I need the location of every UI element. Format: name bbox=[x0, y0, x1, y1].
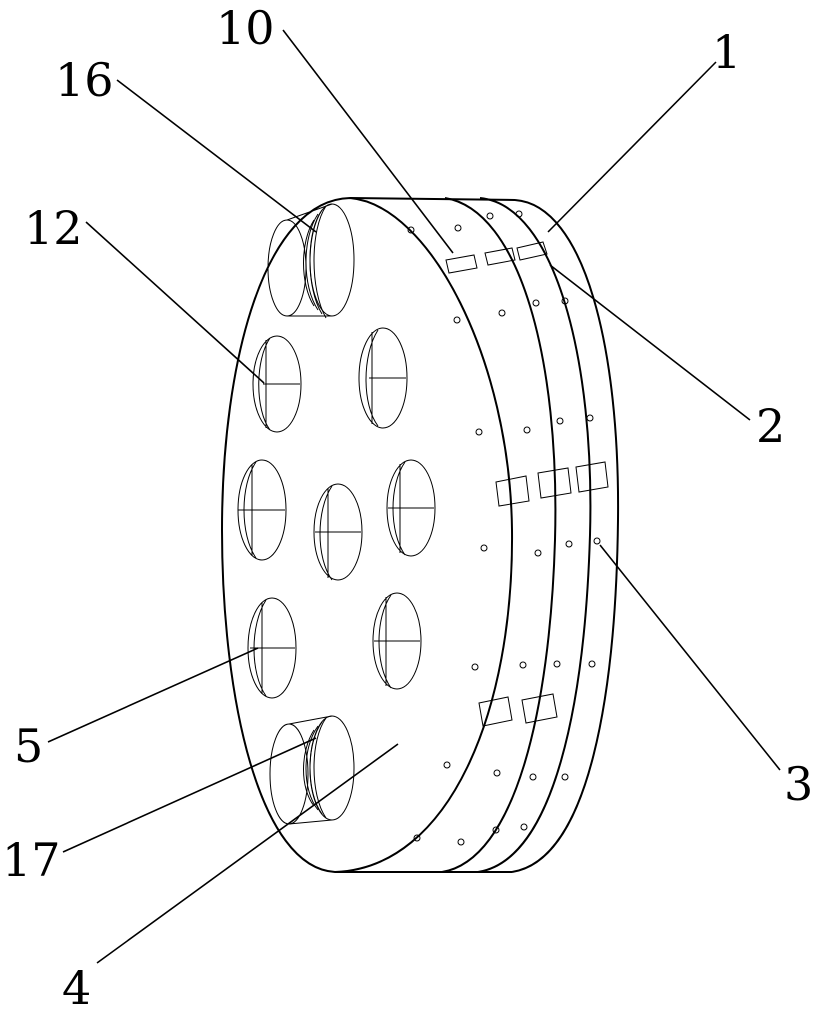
pin-hole bbox=[443, 761, 451, 769]
front-face bbox=[220, 196, 514, 874]
pin-hole bbox=[586, 414, 594, 422]
pin-hole bbox=[519, 661, 527, 669]
pin-hole bbox=[515, 210, 523, 218]
pin-hole bbox=[529, 773, 537, 781]
face-hole bbox=[358, 327, 408, 429]
label-3: 3 bbox=[784, 757, 813, 811]
face-hole bbox=[372, 592, 422, 690]
disc-rim-3 bbox=[477, 197, 592, 873]
rim-slot bbox=[516, 241, 548, 261]
pin-hole bbox=[534, 549, 542, 557]
disc-rim-rear bbox=[511, 199, 620, 873]
pin-holes bbox=[407, 210, 601, 846]
face-hole bbox=[237, 459, 287, 561]
pin-hole bbox=[520, 823, 528, 831]
leader-4 bbox=[96, 743, 399, 964]
pin-hole bbox=[454, 224, 462, 232]
rim-slot bbox=[575, 461, 609, 493]
leader-lines bbox=[47, 29, 781, 964]
pin-hole bbox=[523, 426, 531, 434]
label-2: 2 bbox=[756, 399, 785, 453]
pin-hole bbox=[480, 544, 488, 552]
pin-hole bbox=[453, 316, 461, 324]
leader-1 bbox=[547, 61, 717, 233]
leader-2 bbox=[549, 264, 751, 421]
label-1: 1 bbox=[712, 25, 741, 79]
face-hole bbox=[313, 483, 363, 581]
face-hole bbox=[386, 459, 436, 557]
pin-hole bbox=[413, 834, 421, 842]
top-edge bbox=[349, 197, 516, 201]
pin-hole bbox=[486, 212, 494, 220]
pin-hole bbox=[565, 540, 573, 548]
pin-hole bbox=[553, 660, 561, 668]
rim-slot bbox=[537, 467, 572, 499]
label-4: 4 bbox=[62, 961, 91, 1015]
pin-hole bbox=[593, 537, 601, 545]
leader-12 bbox=[85, 221, 265, 384]
rim-slot bbox=[445, 254, 478, 274]
pin-hole bbox=[457, 838, 465, 846]
face-hole bbox=[252, 335, 302, 433]
rim-slots bbox=[445, 241, 609, 727]
label-17: 17 bbox=[2, 833, 61, 887]
pin-hole bbox=[561, 773, 569, 781]
rim-slot bbox=[478, 696, 513, 727]
leader-5 bbox=[47, 647, 259, 743]
pin-hole bbox=[532, 299, 540, 307]
label-5: 5 bbox=[14, 719, 43, 773]
pin-hole bbox=[475, 428, 483, 436]
label-12: 12 bbox=[24, 201, 83, 255]
pin-hole bbox=[556, 417, 564, 425]
leader-10 bbox=[282, 29, 454, 254]
pin-hole bbox=[492, 826, 500, 834]
label-10: 10 bbox=[216, 1, 275, 55]
rim-slot bbox=[495, 475, 530, 507]
label-16: 16 bbox=[55, 53, 114, 107]
leader-17 bbox=[62, 737, 317, 853]
pin-hole bbox=[471, 663, 479, 671]
disc-stack bbox=[335, 197, 620, 873]
threaded-connector-top bbox=[267, 203, 355, 319]
pin-hole bbox=[498, 309, 506, 317]
pin-hole bbox=[561, 297, 569, 305]
disc-rim-2 bbox=[441, 197, 557, 873]
leader-16 bbox=[116, 79, 317, 233]
pin-hole bbox=[493, 769, 501, 777]
pin-hole bbox=[407, 226, 415, 234]
leader-3 bbox=[599, 544, 781, 771]
rim-slot bbox=[521, 693, 558, 724]
rim-slot bbox=[484, 247, 516, 266]
pin-hole bbox=[588, 660, 596, 668]
